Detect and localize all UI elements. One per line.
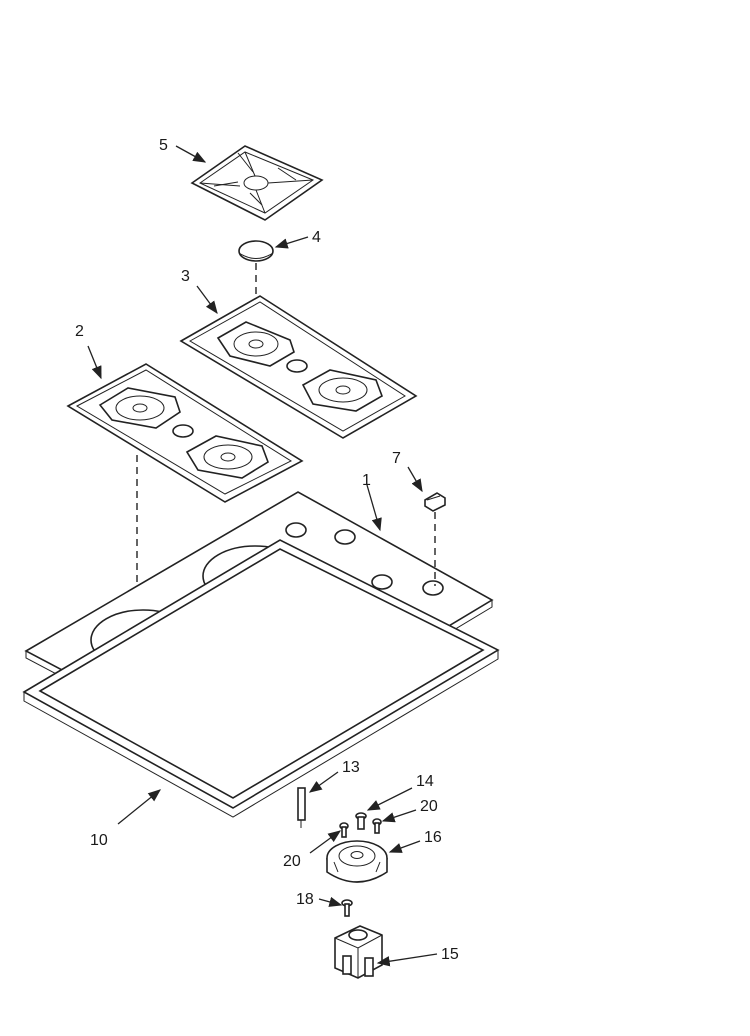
- callout-5: 5: [159, 137, 168, 154]
- screw-18-part: [341, 899, 353, 917]
- callout-10: 10: [90, 832, 108, 849]
- callout-14: 14: [416, 773, 434, 790]
- grate-part: [190, 145, 324, 221]
- burner-cap-part: [238, 240, 274, 262]
- callout-16: 16: [424, 829, 442, 846]
- burner-base-part: [326, 840, 388, 883]
- callout-20-left: 20: [283, 853, 301, 870]
- knob-part: [424, 492, 446, 512]
- callout-2: 2: [75, 323, 84, 340]
- right-burner-plate-part: [179, 295, 418, 439]
- gasket-frame-part: [22, 539, 500, 818]
- callout-15: 15: [441, 946, 459, 963]
- screw-14-part: [355, 812, 367, 830]
- screw-20-part: [339, 818, 382, 838]
- callout-1: 1: [362, 472, 371, 489]
- valve-part: [334, 925, 383, 979]
- leader-arrows: [87, 145, 438, 967]
- callout-7: 7: [392, 450, 401, 467]
- left-burner-plate-part: [66, 363, 304, 503]
- callout-4: 4: [312, 229, 321, 246]
- callout-13: 13: [342, 759, 360, 776]
- callout-3: 3: [181, 268, 190, 285]
- callout-18: 18: [296, 891, 314, 908]
- callout-20-right: 20: [420, 798, 438, 815]
- pin-part: [297, 787, 306, 828]
